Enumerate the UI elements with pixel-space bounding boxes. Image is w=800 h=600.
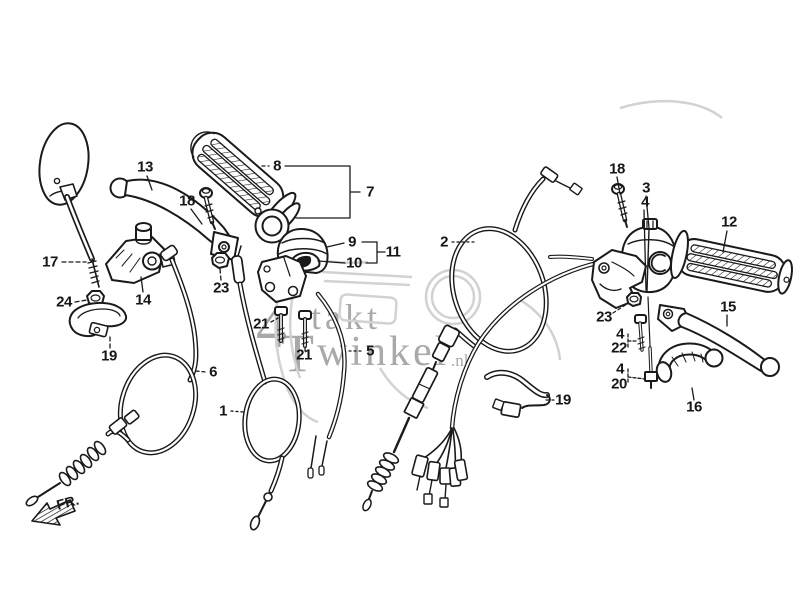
callout-22: 22 (611, 339, 627, 357)
wire-harness (411, 260, 600, 508)
callout-14: 14 (135, 291, 151, 309)
callout-18-left: 18 (179, 192, 195, 210)
cable-clamp-center (484, 369, 551, 418)
right-grip (670, 229, 793, 295)
clutch-lever (109, 177, 239, 261)
fr-arrow (31, 499, 76, 526)
callout-15: 15 (720, 298, 736, 316)
callout-5: 5 (366, 342, 374, 360)
callout-17: 17 (42, 253, 58, 271)
cable-2 (362, 166, 583, 512)
callout-3: 3 (642, 179, 650, 197)
callout-23-left: 23 (213, 279, 229, 297)
throttle-cable (315, 291, 347, 440)
bolt-22 (634, 314, 647, 352)
bolt-20 (644, 296, 658, 389)
front-brake-cable (230, 245, 328, 531)
cable-clamp-left (68, 301, 128, 338)
callout-21-b: 21 (296, 346, 312, 364)
callout-2: 2 (440, 233, 448, 251)
callout-10: 10 (346, 254, 362, 272)
callout-21-a: 21 (253, 315, 269, 333)
lever-pivot-screw-right (611, 183, 628, 228)
callout-16: 16 (686, 398, 702, 416)
callout-8: 8 (273, 157, 281, 175)
left-grip (190, 131, 301, 244)
callout-9: 9 (348, 233, 356, 251)
watermark-nl: .nl (451, 351, 469, 370)
throttle-housing (257, 227, 329, 303)
callout-24: 24 (56, 293, 72, 311)
nut-23-right (626, 292, 642, 307)
callout-19-left: 19 (101, 347, 117, 365)
callout-20: 20 (611, 375, 627, 393)
watermark-winkel: winkel (317, 329, 450, 375)
lever-holder (655, 342, 724, 383)
lever-pivot-screw-left (199, 187, 216, 230)
callout-4-b: 4 (616, 360, 624, 378)
callout-13: 13 (137, 158, 153, 176)
callout-11: 11 (385, 243, 401, 261)
mirror (38, 122, 100, 288)
callout-18-right: 18 (609, 160, 625, 178)
fr-direction-label: FR. (55, 492, 81, 513)
nut-23-left (211, 252, 230, 269)
switch-housing (614, 218, 678, 294)
callout-12: 12 (721, 213, 737, 231)
callout-6: 6 (209, 363, 217, 381)
clutch-cable (25, 244, 199, 507)
brake-lever (657, 304, 780, 377)
callout-23-right: 23 (596, 308, 612, 326)
callout-7: 7 (366, 183, 374, 201)
watermark-takt: takt (311, 297, 381, 337)
callout-1: 1 (219, 402, 227, 420)
callout-19-center: 19 (555, 391, 571, 409)
leader-lines (61, 165, 728, 413)
bolts-21 (274, 306, 312, 348)
callout-4-a: 4 (616, 325, 624, 343)
connector-bundle (411, 454, 469, 508)
callout-4-upper: 4 (641, 193, 649, 211)
